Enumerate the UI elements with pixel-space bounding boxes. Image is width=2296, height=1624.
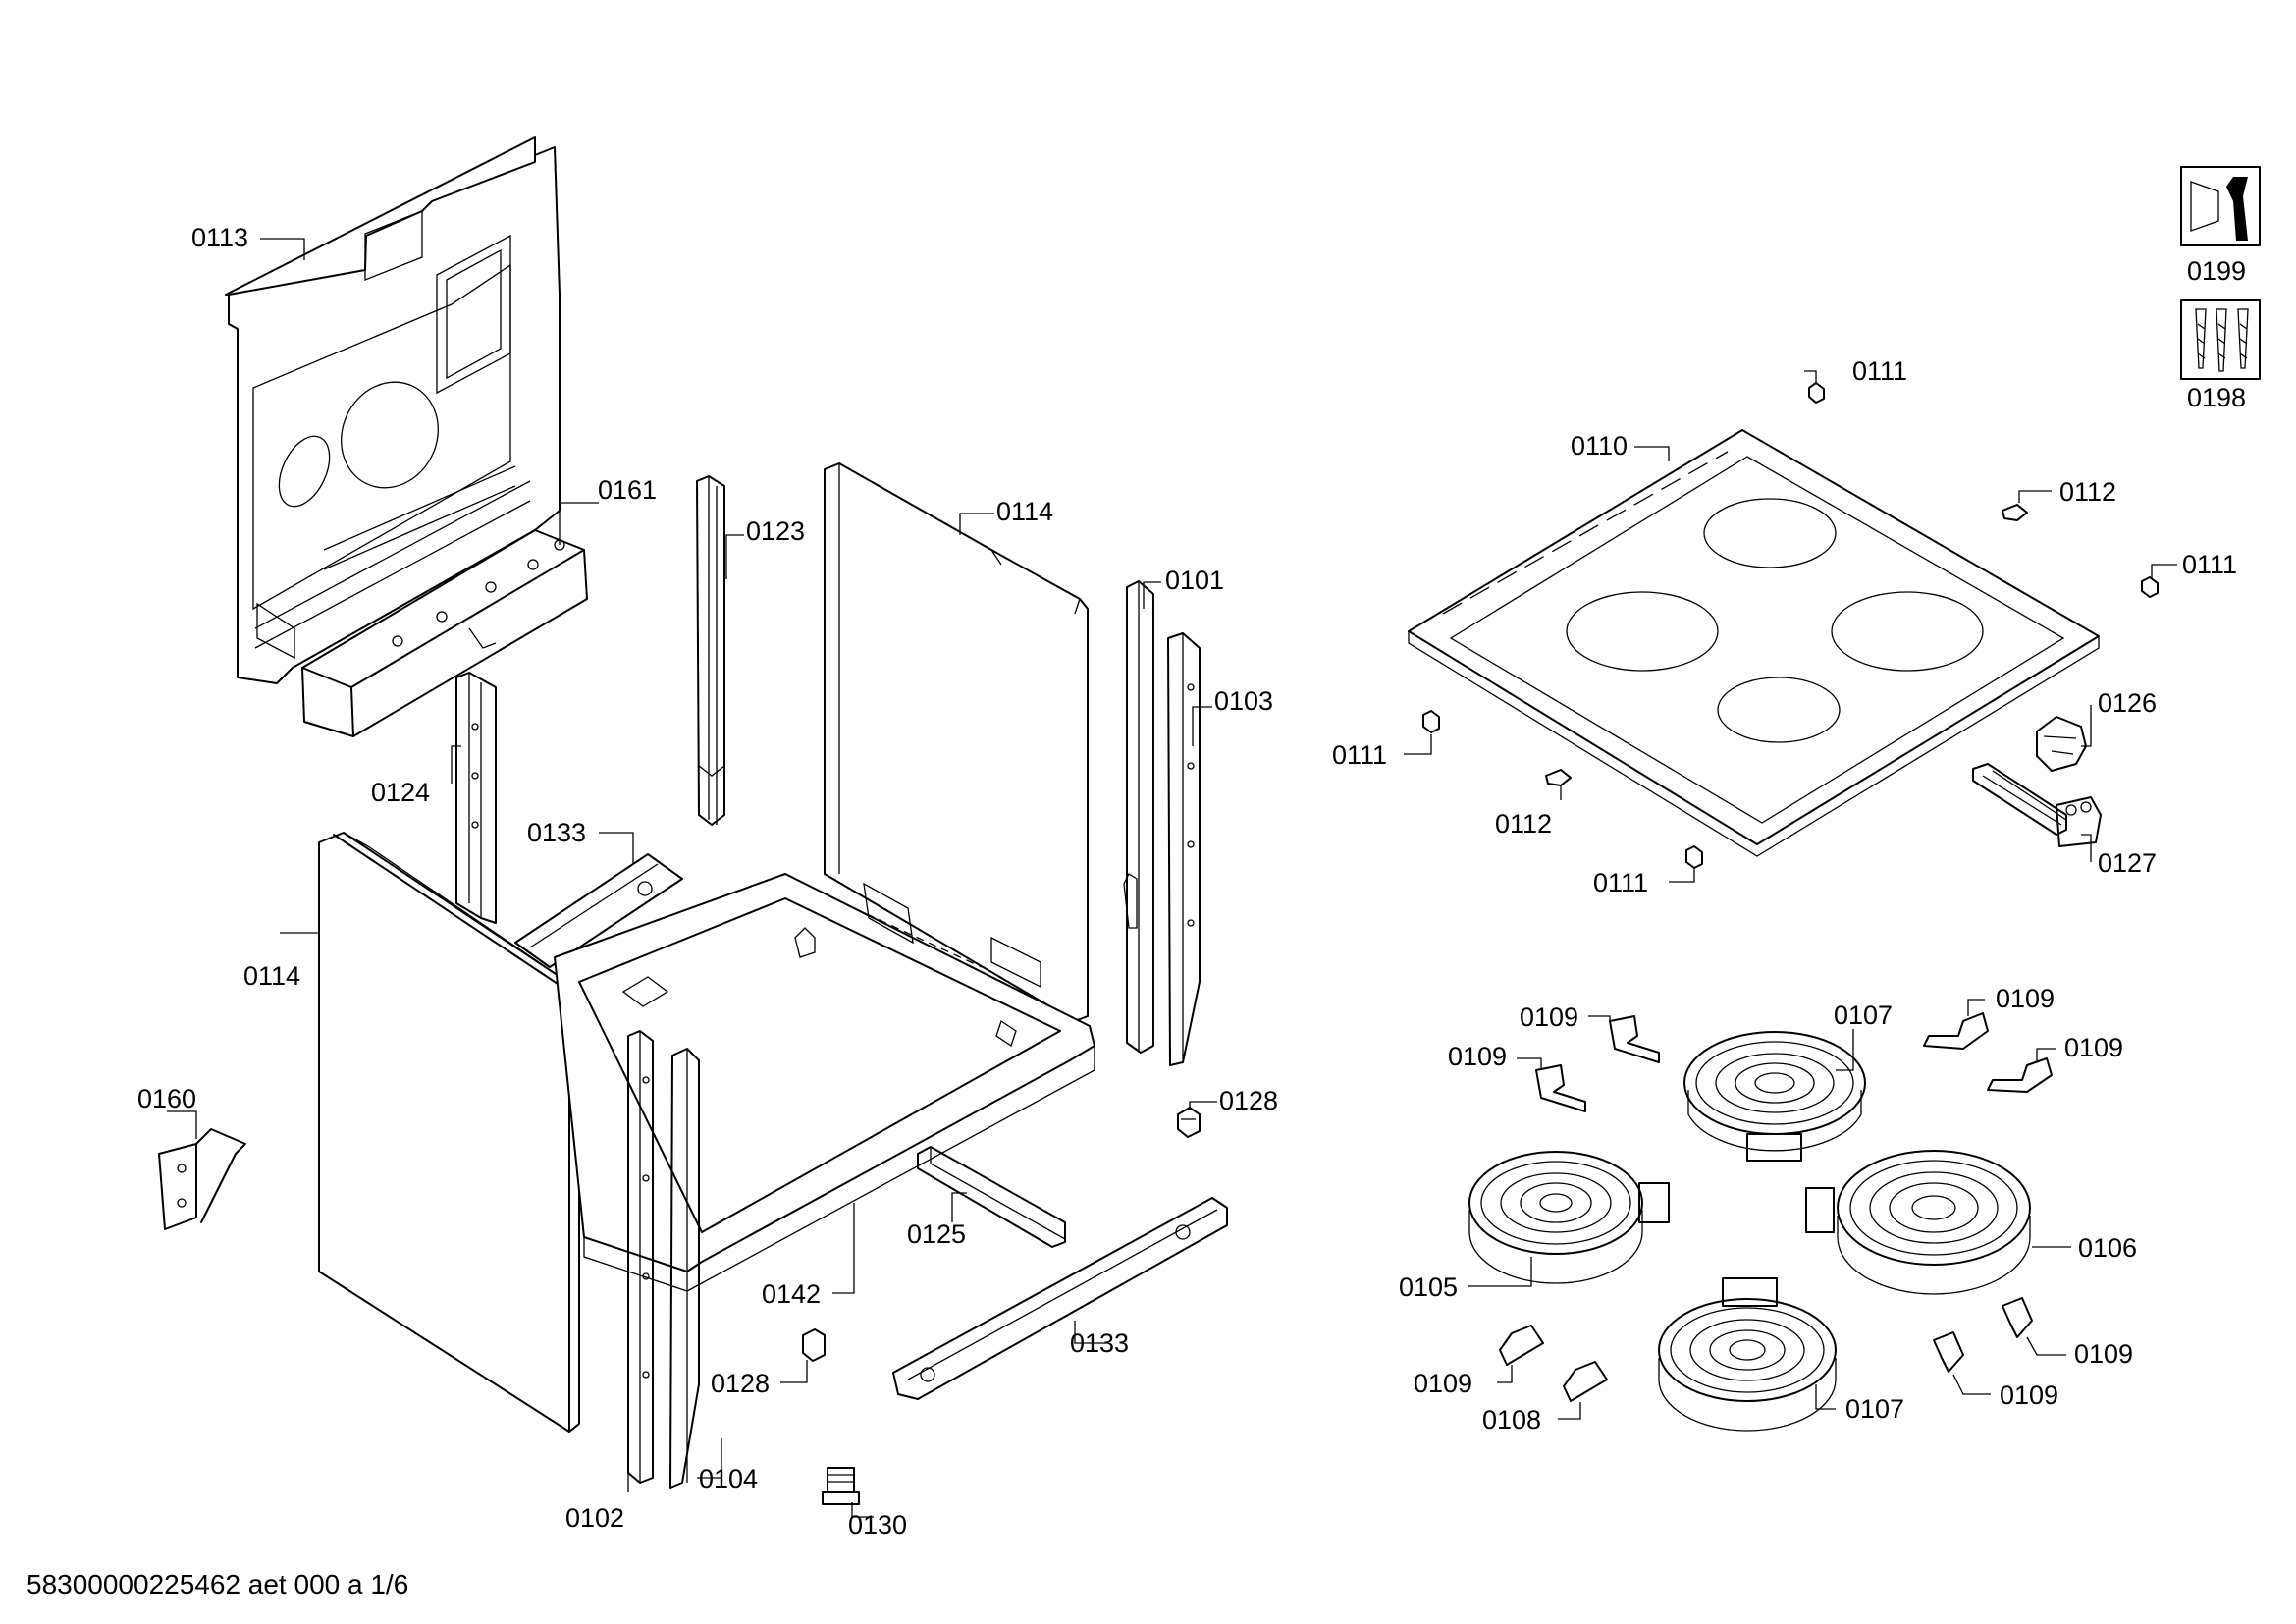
part-0161-control-panel <box>301 529 588 737</box>
part-0111-clip-left <box>1422 710 1440 733</box>
callout-0123: 0123 <box>746 516 805 546</box>
part-0128-clip-right <box>1177 1107 1201 1138</box>
part-0133-crossbar-top <box>514 853 683 968</box>
part-0108-clamp <box>1563 1361 1608 1402</box>
part-0104-front-trim-left <box>669 1048 700 1489</box>
part-0125-bottom-rail <box>917 1146 1066 1248</box>
callout-0111-right: 0111 <box>2182 550 2237 579</box>
part-0109-clamp-f <box>1933 1331 1964 1373</box>
part-0110-ceramic-cooktop <box>1408 429 2100 857</box>
callout-0128-left: 0128 <box>711 1369 770 1398</box>
callout-0198: 0198 <box>2187 383 2246 412</box>
callout-0103: 0103 <box>1214 686 1273 716</box>
callout-0106: 0106 <box>2078 1233 2137 1263</box>
callout-0160: 0160 <box>137 1084 196 1113</box>
callout-0126: 0126 <box>2098 688 2157 718</box>
part-0109-clamp-d <box>1987 1057 2053 1093</box>
part-0142-base-tray <box>554 873 1095 1292</box>
callout-0101: 0101 <box>1165 566 1224 595</box>
callout-0111-bottom: 0111 <box>1593 868 1648 897</box>
callout-0128-right: 0128 <box>1219 1086 1278 1115</box>
screws-icon <box>2180 299 2261 380</box>
part-0126-terminal-block <box>2036 716 2087 772</box>
callout-0109-b: 0109 <box>1448 1042 1507 1071</box>
part-0127-wiring-harness <box>1972 763 2102 847</box>
callout-0133-bottom: 0133 <box>1070 1328 1129 1358</box>
part-0133-crossbar-bottom <box>892 1197 1228 1400</box>
callout-0102: 0102 <box>565 1503 624 1533</box>
callout-0112-bottom: 0112 <box>1495 809 1552 839</box>
callout-0113: 0113 <box>191 223 248 252</box>
callout-0133-top: 0133 <box>527 818 586 847</box>
part-0109-clamp-b <box>1535 1064 1586 1112</box>
part-0123-rear-upright <box>696 475 725 826</box>
callout-0107-bottom: 0107 <box>1845 1394 1904 1424</box>
part-0106-heating-element-right <box>1805 1150 2031 1295</box>
callout-0124: 0124 <box>371 778 430 807</box>
callout-0130: 0130 <box>848 1510 907 1540</box>
callout-0199: 0199 <box>2187 256 2246 286</box>
part-0107-heating-element-top <box>1683 1031 1866 1162</box>
callout-0107-top: 0107 <box>1834 1001 1893 1030</box>
callout-0125: 0125 <box>907 1219 966 1249</box>
part-0160-anti-tilt-bracket <box>158 1128 246 1230</box>
part-0124-rear-post <box>455 672 497 924</box>
part-0112-clip-bottom <box>1545 769 1572 786</box>
part-0111-clip-top <box>1808 382 1825 404</box>
callout-0109-e: 0109 <box>2074 1339 2133 1369</box>
part-0112-clip-top <box>2002 504 2028 521</box>
callout-0111-top: 0111 <box>1852 356 1907 386</box>
part-0103-front-trim-right <box>1167 632 1201 1066</box>
callout-0114-side: 0114 <box>243 961 300 991</box>
callout-0112-top: 0112 <box>2059 477 2116 507</box>
part-0105-heating-element-left <box>1468 1151 1670 1284</box>
callout-0108: 0108 <box>1482 1405 1541 1435</box>
part-0114-side-panel-rear <box>824 462 1089 1022</box>
part-0109-clamp-e <box>2002 1297 2033 1338</box>
part-0111-clip-bottom <box>1685 845 1703 869</box>
callout-0127: 0127 <box>2098 848 2157 878</box>
part-0109-clamp-a <box>1609 1015 1660 1063</box>
part-0107-heating-element-bottom <box>1658 1277 1837 1432</box>
callout-0104: 0104 <box>699 1464 758 1493</box>
wrench-icon <box>2180 166 2261 246</box>
document-footer-code: 58300000225462 aet 000 a 1/6 <box>27 1569 409 1599</box>
callout-0105: 0105 <box>1399 1272 1458 1302</box>
callout-0109-f: 0109 <box>2000 1380 2058 1410</box>
part-0101-front-upright-right <box>1123 580 1154 1054</box>
callout-0142: 0142 <box>762 1279 821 1309</box>
callout-0109-a: 0109 <box>1520 1002 1578 1032</box>
part-0128-clip-left <box>802 1328 826 1362</box>
callout-0109-c: 0109 <box>1996 984 2055 1013</box>
callout-0109-d: 0109 <box>2064 1033 2123 1062</box>
callout-0111-left: 0111 <box>1332 740 1387 770</box>
part-0130-adjustable-foot <box>822 1467 860 1505</box>
part-0109-clamp-c <box>1923 1012 1989 1050</box>
part-0111-clip-right <box>2141 576 2159 598</box>
part-0114-side-panel-left <box>318 832 580 1433</box>
callout-0114-rear: 0114 <box>996 497 1053 526</box>
callout-0109-g: 0109 <box>1414 1369 1472 1398</box>
leader-lines <box>167 238 2177 1518</box>
part-0113-back-panel <box>225 136 561 684</box>
part-0109-clamp-g <box>1499 1325 1544 1366</box>
callout-0161: 0161 <box>598 475 657 505</box>
callout-labels: 0113 0161 0123 0114 0101 0103 0124 0133 … <box>137 223 2246 1540</box>
callout-0110: 0110 <box>1571 431 1628 460</box>
